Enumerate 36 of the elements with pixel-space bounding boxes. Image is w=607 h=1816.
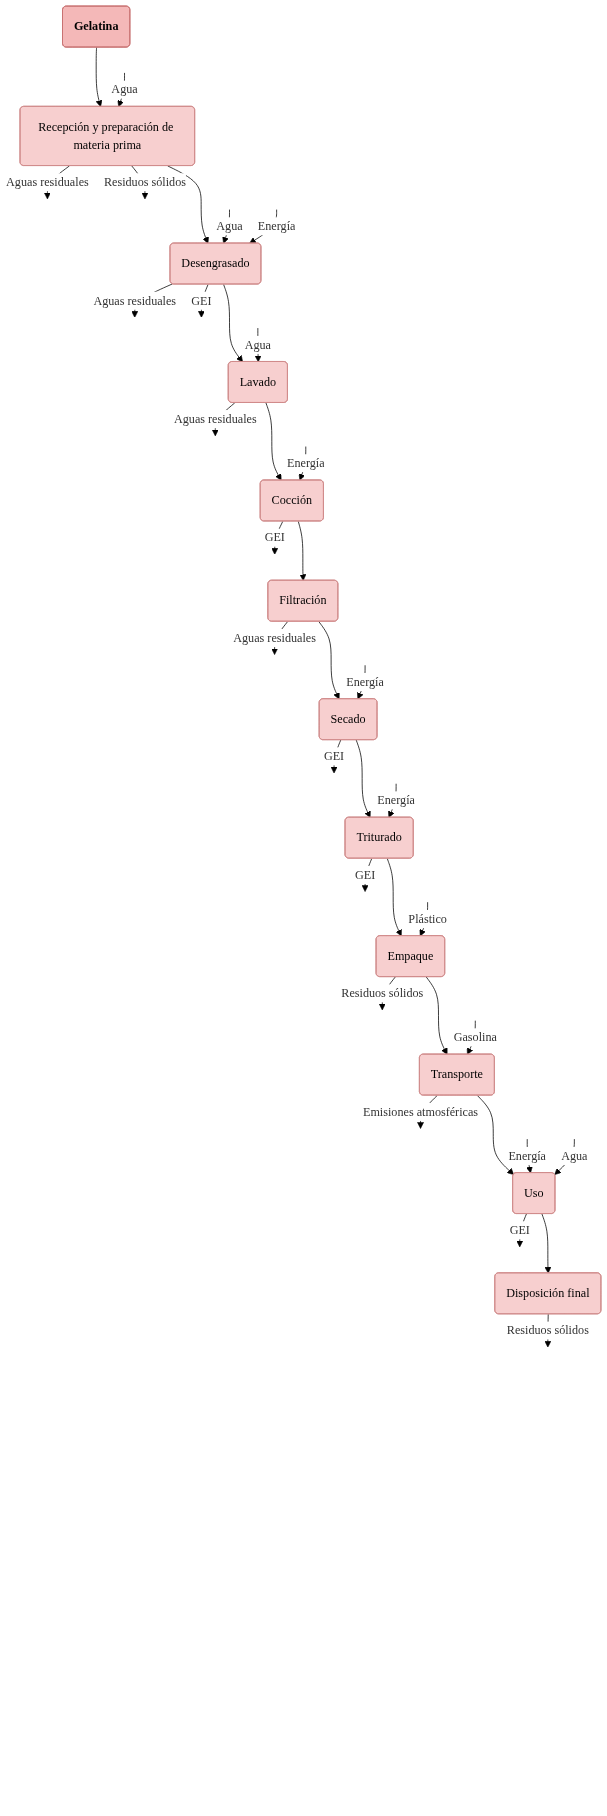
process-box: Triturado xyxy=(344,816,414,859)
edge-label: Emisiones atmosféricas xyxy=(363,1102,479,1121)
edge-label: Agua xyxy=(561,1146,588,1165)
edge-label: Energía xyxy=(377,791,415,810)
edge-label: GEI xyxy=(323,747,345,766)
edge-label: Energía xyxy=(287,454,325,473)
process-box: Gelatina xyxy=(62,5,131,48)
edge-label: GEI xyxy=(264,528,285,547)
edge-label: Agua xyxy=(244,335,271,354)
edge-label: Plástico xyxy=(408,909,447,928)
edge-label: Aguas residuales xyxy=(173,410,257,429)
process-box: Lavado xyxy=(227,361,288,403)
edge-label: Gasolina xyxy=(453,1028,497,1047)
edge-label: Residuos sólidos xyxy=(103,173,186,192)
process-box: Empaque xyxy=(375,935,446,977)
edge-label: Aguas residuales xyxy=(6,173,89,192)
edge-label: Energía xyxy=(257,217,296,236)
edge-label: GEI xyxy=(354,865,376,884)
edge-label: Residuos sólidos xyxy=(341,984,424,1003)
edge-label: Aguas residuales xyxy=(93,291,177,310)
process-box: Desengrasado xyxy=(169,242,262,285)
edge-label: GEI xyxy=(191,291,212,310)
process-box: Uso xyxy=(512,1172,556,1214)
process-box: Secado xyxy=(318,698,378,741)
process-box: Cocción xyxy=(259,479,324,522)
edge-label: Residuos sólidos xyxy=(506,1321,589,1340)
edge-label: Aguas residuales xyxy=(233,628,316,648)
process-box: Recepción y preparación de materia prima xyxy=(19,105,196,166)
edge-label: Energía xyxy=(346,672,384,692)
edge-label: Agua xyxy=(216,217,243,236)
process-box: Disposición final xyxy=(494,1272,602,1315)
process-box: Transporte xyxy=(419,1053,495,1096)
edge-label: Agua xyxy=(111,80,138,99)
process-box: Filtración xyxy=(267,579,339,622)
edge-label: GEI xyxy=(509,1221,530,1240)
edge-label: Energía xyxy=(508,1146,546,1165)
